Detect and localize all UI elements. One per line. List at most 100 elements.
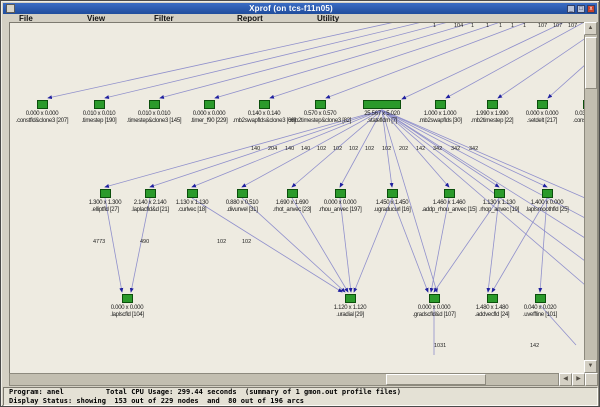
menu-item-file[interactable]: File: [19, 14, 33, 23]
graph-node[interactable]: [203, 100, 215, 109]
graph-node[interactable]: [428, 294, 440, 303]
graph-node[interactable]: [541, 189, 553, 198]
menu-item-view[interactable]: View: [87, 14, 106, 23]
node-name-label: .constfld&clone3 [207]: [15, 118, 69, 124]
node-name-label: .laplacfld&d [21]: [131, 207, 169, 213]
node-name-label: .addvecfld [24]: [474, 312, 510, 318]
arc-count-label: 4773: [93, 239, 106, 245]
resize-corner[interactable]: [585, 373, 598, 386]
node-time-label: 1.130 x 1.130: [175, 200, 209, 206]
arc-count-label: 342: [433, 146, 443, 152]
node-name-label: .ugraducurl [16]: [373, 207, 411, 213]
node-name-label: .setdelt [217]: [526, 118, 558, 124]
node-time-label: 1.460 x 1.460: [432, 200, 466, 206]
menu-item-filter[interactable]: Filter: [154, 14, 174, 23]
graph-node[interactable]: [486, 100, 498, 109]
graph-node[interactable]: [144, 189, 156, 198]
status-display-line: Display Status: showing 153 out of 229 n…: [9, 396, 305, 405]
arc-count-label: 102: [349, 146, 359, 152]
node-time-label: 0.030 x 0.0: [574, 111, 584, 117]
scroll-right-button[interactable]: ▶: [572, 373, 585, 386]
node-time-label: 0.000 x 0.000: [25, 111, 59, 117]
graph-node[interactable]: [334, 189, 346, 198]
node-name-label: .mb2timestep [22]: [470, 118, 514, 124]
arc-count-label: 204: [268, 146, 278, 152]
node-time-label: 1.400 x 0.000: [530, 200, 564, 206]
node-time-label: 1.000 x 1.000: [423, 111, 457, 117]
graph-node[interactable]: [121, 294, 133, 303]
graph-node[interactable]: [534, 294, 546, 303]
graph-node[interactable]: [363, 100, 401, 109]
vertical-scroll-thumb[interactable]: [585, 37, 597, 89]
node-time-label: 2.140 x 2.140: [133, 200, 167, 206]
title-bar[interactable]: Xprof (on tcs-f11n05) _ □ x: [3, 3, 597, 14]
window-menu-icon[interactable]: [6, 4, 15, 13]
graph-node[interactable]: [443, 189, 455, 198]
node-name-label: .gradscfld&d [107]: [412, 312, 456, 318]
arc-count-label: 142: [416, 146, 426, 152]
arc-count-label: 107: [553, 23, 563, 29]
status-program-line: Program: anel Total CPU Usage: 299.44 se…: [9, 388, 401, 396]
graph-node[interactable]: [148, 100, 160, 109]
graph-node[interactable]: [186, 189, 198, 198]
arc-count-label: 102: [217, 239, 227, 245]
graph-node[interactable]: [493, 189, 505, 198]
horizontal-scroll-thumb[interactable]: [386, 374, 486, 385]
graph-node[interactable]: [236, 189, 248, 198]
node-name-label: .timer_f90 [229]: [190, 118, 228, 124]
graph-node[interactable]: [434, 100, 446, 109]
node-time-label: 0.010 x 0.010: [82, 111, 116, 117]
node-name-label: .elliptfld [27]: [91, 207, 119, 213]
node-time-label: 0.140 x 0.140: [247, 111, 281, 117]
node-time-label: 0.0: [536, 305, 584, 312]
node-time-label: 0.010 x 0.010: [137, 111, 171, 117]
node-time-label: 1.130 x 1.130: [482, 200, 516, 206]
node-time-label: 1.120 x 1.120: [333, 305, 367, 311]
graph-node[interactable]: [286, 189, 298, 198]
status-bar: Program: anel Total CPU Usage: 299.44 se…: [3, 387, 598, 406]
call-graph-canvas[interactable]: 0.000 x 0.000.constfld&clone3 [207]0.010…: [9, 22, 585, 374]
scroll-down-button[interactable]: ▼: [584, 360, 597, 373]
node-time-label: 0.880 x 0.510: [225, 200, 259, 206]
graph-node[interactable]: [36, 100, 48, 109]
graph-node[interactable]: [99, 189, 111, 198]
arc-count-label: 1: [486, 23, 490, 29]
node-name-label: .timestep [190]: [81, 118, 117, 124]
node-name-label: .laplscfld [104]: [110, 312, 144, 318]
window-title: Xprof (on tcs-f11n05): [249, 4, 333, 13]
scroll-up-button[interactable]: ▲: [584, 22, 597, 35]
arc-count-label: 490: [140, 239, 150, 245]
node-time-label: 0.570 x 0.570: [303, 111, 337, 117]
node-name-label: .uradia: [536, 312, 584, 319]
node-name-label: .statefldm [7]: [366, 118, 398, 124]
minimize-button[interactable]: _: [567, 4, 575, 13]
node-time-label: 1.990 x 1.990: [475, 111, 509, 117]
graph-node[interactable]: [314, 100, 326, 109]
graph-node[interactable]: [93, 100, 105, 109]
menu-item-report[interactable]: Report: [237, 14, 263, 23]
node-name-label: .rhou_anvec [197]: [318, 207, 362, 213]
node-time-label: 0.000 x 0.000: [417, 305, 451, 311]
graph-node[interactable]: [344, 294, 356, 303]
menu-item-utility[interactable]: Utility: [317, 14, 340, 23]
node-name-label: .uveffline [101]: [522, 312, 558, 318]
scroll-left-button[interactable]: ◀: [559, 373, 572, 386]
arc-count-label: 1: [471, 23, 475, 29]
node-name-label: .constfld&clo: [572, 118, 584, 124]
arc-count-label: 104: [454, 23, 464, 29]
arc-count-label: 102: [317, 146, 327, 152]
node-time-label: 1.300 x 1.300: [88, 200, 122, 206]
node-time-label: 1.690 x 1.690: [275, 200, 309, 206]
graph-node[interactable]: [386, 189, 398, 198]
arc-count-label: 1031: [434, 343, 447, 349]
maximize-button[interactable]: □: [577, 4, 585, 13]
arc-count-label: 102: [333, 146, 343, 152]
node-name-label: .laplsmoothfld [25]: [525, 207, 569, 213]
close-button[interactable]: x: [587, 4, 595, 13]
graph-node[interactable]: [536, 100, 548, 109]
node-time-label: 25.567 x 5.020: [364, 111, 400, 117]
arc-count-label: 1: [511, 23, 515, 29]
graph-node[interactable]: [486, 294, 498, 303]
graph-node[interactable]: [582, 100, 584, 109]
graph-node[interactable]: [258, 100, 270, 109]
